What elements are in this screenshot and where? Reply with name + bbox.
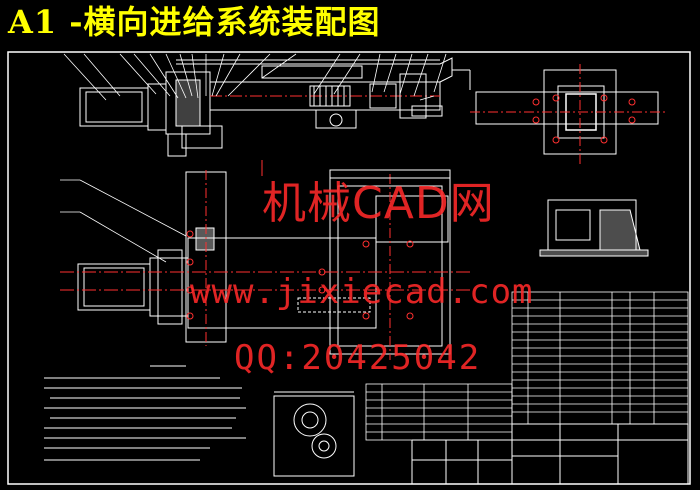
side-view: [470, 64, 666, 257]
leader-lines: [60, 53, 447, 263]
title-block: [411, 423, 689, 485]
bolt-holes: [186, 230, 414, 320]
drawing-border: [7, 51, 691, 485]
watermark-url: www.jixiecad.com: [190, 272, 534, 312]
section-view-top: [79, 57, 471, 157]
watermark-brand: 机械CAD网: [262, 178, 495, 229]
technical-requirements: [44, 365, 246, 461]
watermark-qq: QQ:20425042: [234, 338, 482, 378]
plan-view: [60, 160, 470, 360]
drawing-title: A1 -横向进给系统装配图: [8, 3, 381, 41]
gear-detail: [273, 391, 355, 477]
side-view-holes: [532, 94, 636, 144]
